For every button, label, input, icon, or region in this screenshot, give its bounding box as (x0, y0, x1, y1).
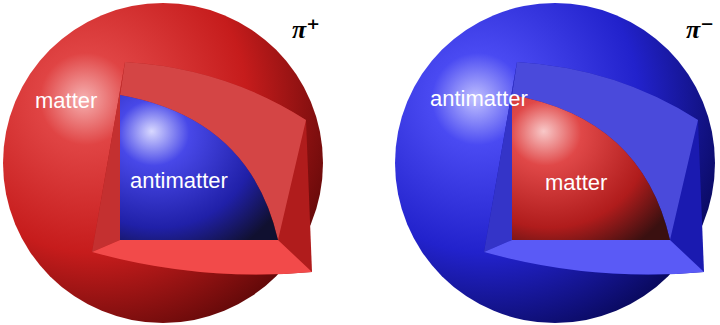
pi-minus-sphere (395, 3, 715, 323)
shell-section (484, 240, 704, 275)
region-label: matter (545, 170, 607, 196)
inner-core (512, 95, 670, 240)
shell-section (92, 240, 312, 275)
outer-shell (3, 3, 323, 323)
region-label: antimatter (130, 168, 228, 194)
outer-shell-region: antimatter matter (395, 3, 715, 323)
region-label: antimatter (430, 86, 528, 112)
outer-shell-region: matter antimatter (3, 3, 323, 323)
particle-symbol: π⁻ (686, 14, 714, 45)
shell-section (512, 62, 698, 240)
pi-plus-sphere (3, 3, 323, 323)
outer-shell (395, 3, 715, 323)
cut-region (92, 62, 312, 275)
inner-core-region: matter (512, 95, 677, 245)
shell-section (120, 62, 306, 240)
region-label: matter (35, 88, 97, 114)
inner-core (120, 95, 278, 240)
inner-core-region: antimatter (120, 95, 285, 245)
particle-symbol: π⁺ (292, 14, 320, 45)
